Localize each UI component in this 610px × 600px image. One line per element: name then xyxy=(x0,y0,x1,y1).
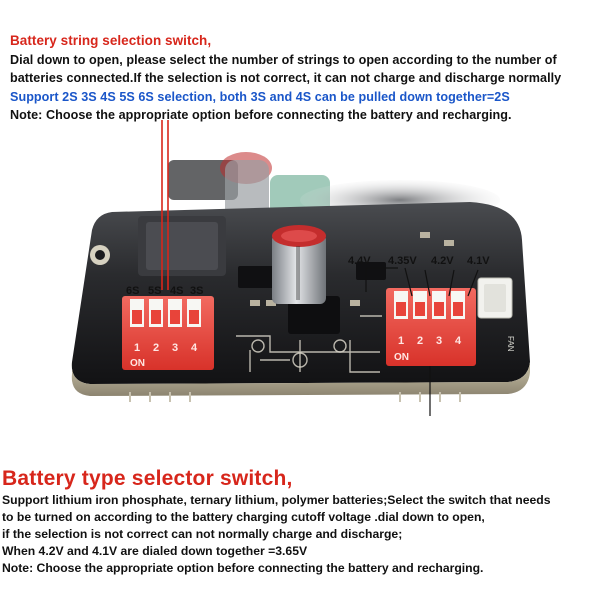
connector-label: FAN xyxy=(506,336,515,352)
string-desc-line-3: Support 2S 3S 4S 5S 6S selection, both 3… xyxy=(10,89,510,104)
type-num-2: 2 xyxy=(417,335,423,347)
switch-num-3: 3 xyxy=(172,342,178,354)
switch-label-4-4v: 4.4V xyxy=(348,255,371,267)
switch-label-4s: 4S xyxy=(170,285,183,297)
type-desc-line-4: When 4.2V and 4.1V are dialed down toget… xyxy=(2,544,308,558)
type-num-4: 4 xyxy=(455,335,462,347)
switch-label-4-35v: 4.35V xyxy=(388,255,417,267)
type-pointer-lines xyxy=(365,267,479,416)
type-num-3: 3 xyxy=(436,335,442,347)
type-desc-note: Note: Choose the appropriate option befo… xyxy=(2,561,484,575)
electrolytic-capacitor xyxy=(272,225,326,304)
type-num-1: 1 xyxy=(398,335,404,347)
switch-on-label: ON xyxy=(130,358,145,369)
type-desc-line-2: to be turned on according to the battery… xyxy=(2,510,485,524)
switch-label-6s: 6S xyxy=(126,285,139,297)
switch-label-4-2v: 4.2V xyxy=(431,255,454,267)
type-on-label: ON xyxy=(394,352,409,363)
type-desc-line-3: if the selection is not correct can not … xyxy=(2,527,403,541)
type-switch-title: Battery type selector switch, xyxy=(2,467,293,490)
string-desc-note: Note: Choose the appropriate option befo… xyxy=(10,108,512,122)
switch-num-4: 4 xyxy=(191,342,198,354)
switch-num-1: 1 xyxy=(134,342,140,354)
string-desc-line-2: batteries connected.If the selection is … xyxy=(10,71,562,85)
string-switch-description: Battery string selection switch, Dial do… xyxy=(10,32,610,125)
type-switch-labels: 4.4V 4.35V 4.2V 4.1V 1 2 3 4 ON xyxy=(348,255,490,363)
switch-label-5s: 5S xyxy=(148,285,161,297)
string-switch-labels: 6S 5S 4S 3S 1 2 3 4 ON xyxy=(126,285,203,369)
string-desc-line-1: Dial down to open, please select the num… xyxy=(10,52,557,67)
type-dip-switch xyxy=(386,288,476,366)
switch-label-4-1v: 4.1V xyxy=(467,255,490,267)
string-switch-title: Battery string selection switch, xyxy=(10,33,212,48)
fan-connector xyxy=(477,277,513,319)
pointer-lines xyxy=(161,120,169,290)
switch-label-3s: 3S xyxy=(190,285,203,297)
string-dip-switch xyxy=(122,296,214,370)
type-switch-description: Battery type selector switch, Support li… xyxy=(2,466,608,577)
switch-num-2: 2 xyxy=(153,342,159,354)
header-pins xyxy=(129,392,461,402)
type-desc-line-1: Support lithium iron phosphate, ternary … xyxy=(2,493,551,507)
